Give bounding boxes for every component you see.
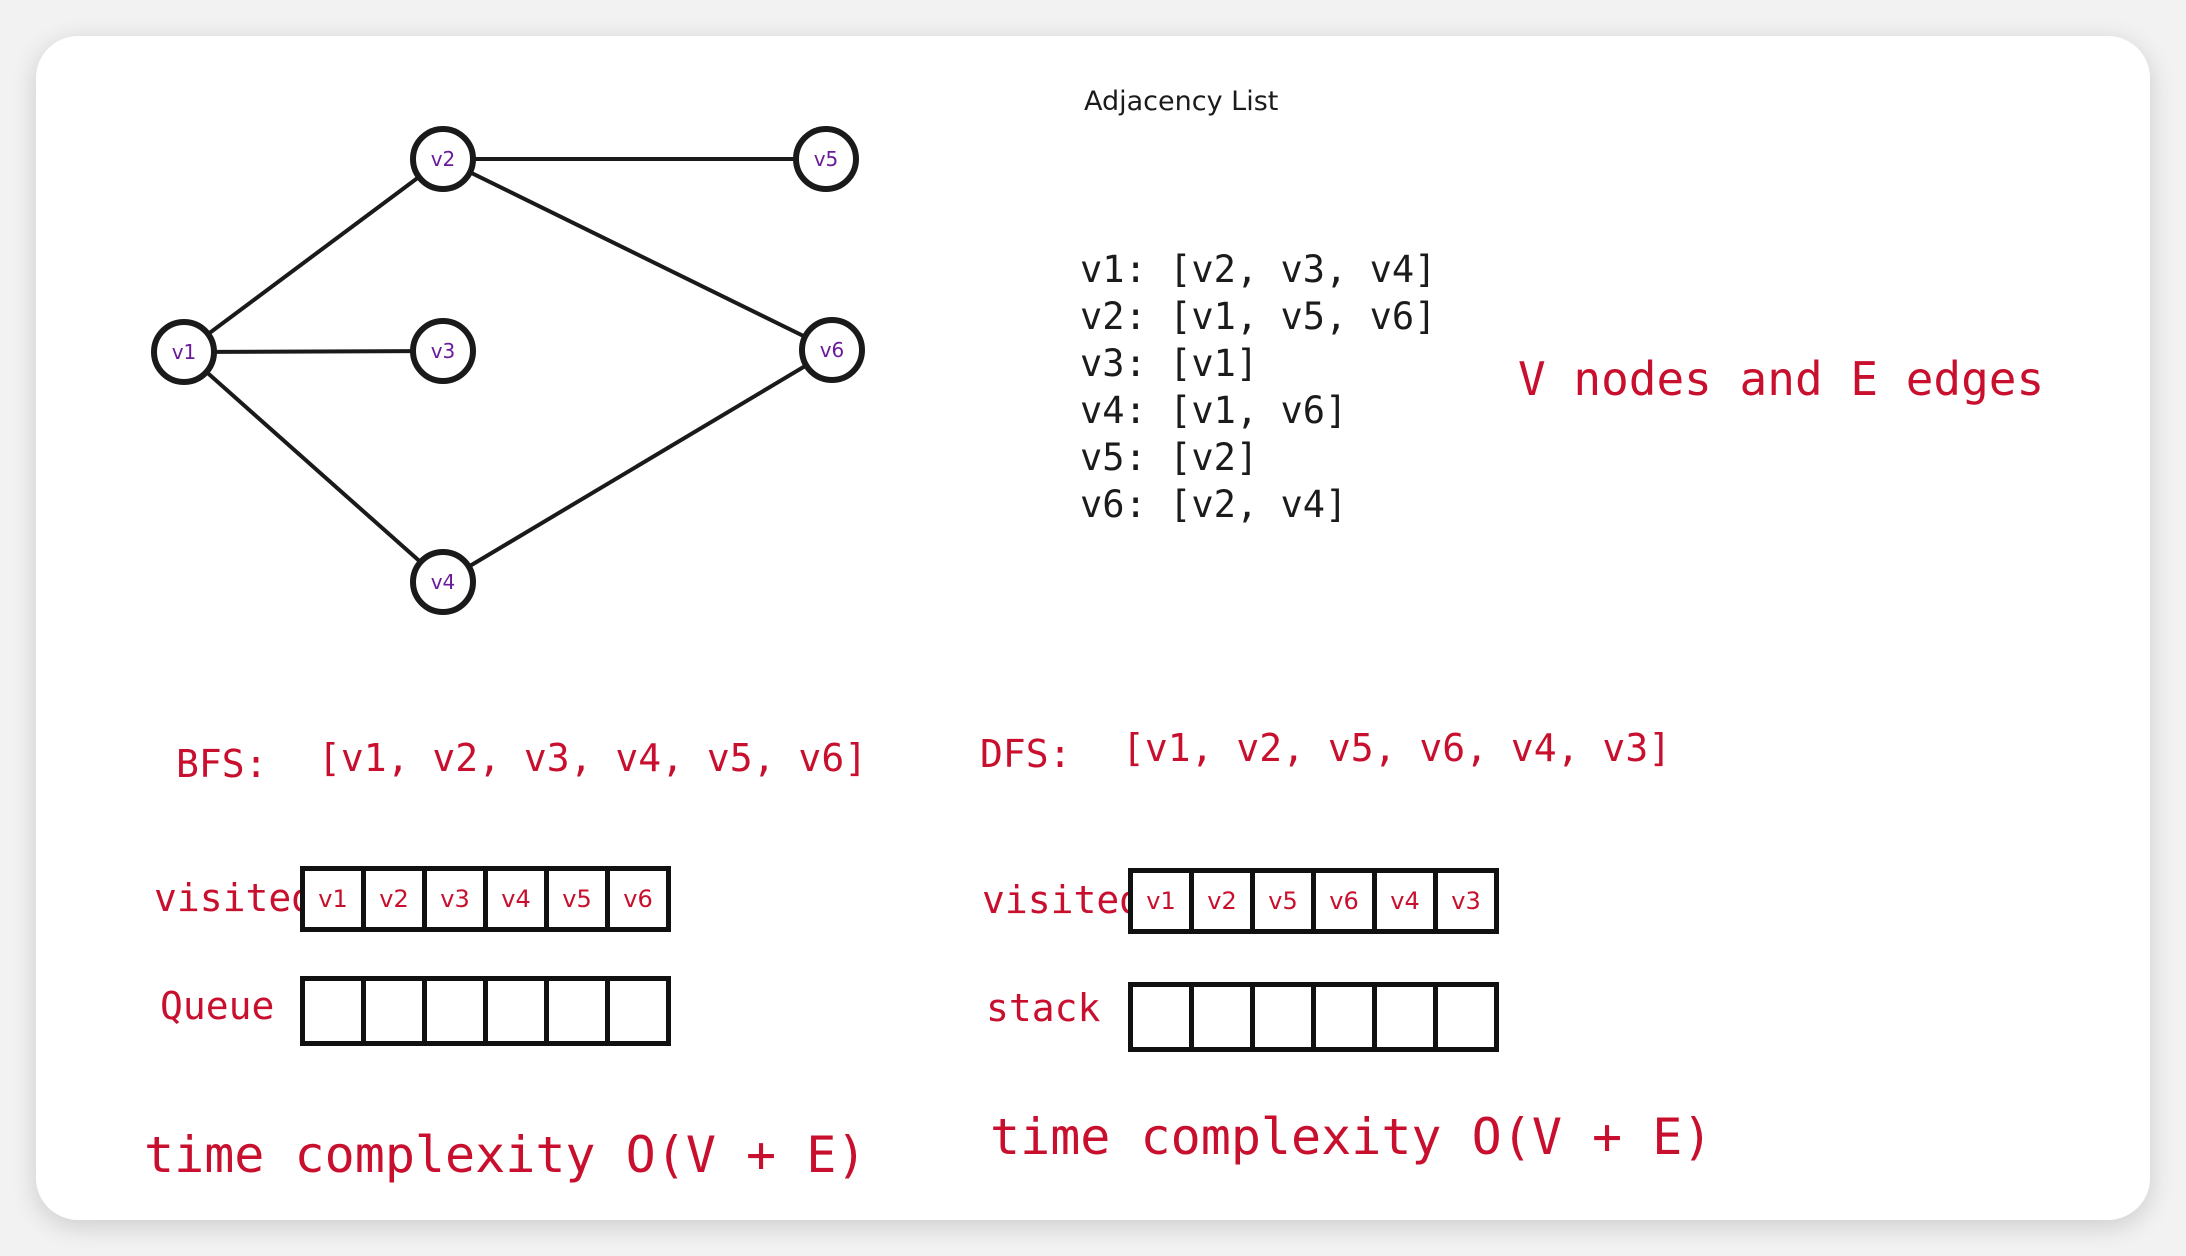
dfs-time-complexity: time complexity O(V + E) — [990, 1108, 1713, 1166]
dfs-visited-cell: v1 — [1128, 868, 1194, 934]
stack-cell — [1250, 982, 1316, 1052]
adjacency-list: v1: [v2, v3, v4] v2: [v1, v5, v6] v3: [v… — [1080, 246, 1436, 528]
dfs-visited-cell: v2 — [1189, 868, 1255, 934]
edge-v1-v3 — [183, 349, 444, 354]
graph-node-v1: v1 — [151, 319, 217, 385]
graph-node-label: v1 — [172, 340, 197, 364]
graph-node-label: v6 — [820, 338, 845, 362]
dfs-visited-array: v1 v2 v5 v6 v4 v3 — [1128, 868, 1499, 934]
stack-array — [1128, 982, 1499, 1052]
edge-v1-v4 — [182, 350, 445, 584]
graph-node-v4: v4 — [410, 549, 476, 615]
queue-cell — [544, 976, 610, 1046]
adjacency-row: v5: [v2] — [1080, 436, 1259, 479]
dfs-visited-cell: v4 — [1372, 868, 1438, 934]
queue-cell — [361, 976, 427, 1046]
bfs-visited-cell: v5 — [544, 866, 610, 932]
graph-node-label: v5 — [814, 147, 839, 171]
bfs-visited-array: v1 v2 v3 v4 v5 v6 — [300, 866, 671, 932]
bfs-time-complexity: time complexity O(V + E) — [144, 1126, 867, 1184]
dfs-label: DFS: — [980, 732, 1072, 776]
bfs-order: [v1, v2, v3, v4, v5, v6] — [318, 736, 868, 780]
dfs-visited-cell: v6 — [1311, 868, 1377, 934]
stack-cell — [1128, 982, 1194, 1052]
bfs-visited-cell: v6 — [605, 866, 671, 932]
queue-cell — [605, 976, 671, 1046]
edge-v1-v2 — [182, 157, 445, 354]
bfs-visited-cell: v3 — [422, 866, 488, 932]
graph-diagram: v1 v2 v3 v4 v5 v6 — [151, 126, 865, 615]
graph-node-v3: v3 — [410, 318, 476, 384]
bfs-visited-label: visited — [154, 876, 315, 920]
edge-v2-v6 — [442, 157, 833, 352]
bfs-visited-cell: v2 — [361, 866, 427, 932]
stack-cell — [1311, 982, 1377, 1052]
adjacency-row: v6: [v2, v4] — [1080, 483, 1348, 526]
queue-label: Queue — [160, 984, 275, 1028]
dfs-order: [v1, v2, v5, v6, v4, v3] — [1122, 726, 1672, 770]
adjacency-row: v2: [v1, v5, v6] — [1080, 295, 1437, 338]
dfs-visited-cell: v5 — [1250, 868, 1316, 934]
bfs-visited-cell: v4 — [483, 866, 549, 932]
queue-cell — [422, 976, 488, 1046]
edge-v4-v6 — [441, 348, 834, 584]
adjacency-row: v1: [v2, v3, v4] — [1080, 248, 1437, 291]
adjacency-row: v4: [v1, v6] — [1080, 389, 1348, 432]
stack-cell — [1189, 982, 1255, 1052]
queue-array — [300, 976, 671, 1046]
graph-summary: V nodes and E edges — [1518, 352, 2045, 406]
bfs-visited-cell: v1 — [300, 866, 366, 932]
graph-node-label: v3 — [431, 339, 456, 363]
queue-cell — [483, 976, 549, 1046]
graph-node-v5: v5 — [793, 126, 859, 192]
stack-cell — [1372, 982, 1438, 1052]
graph-node-v2: v2 — [410, 126, 476, 192]
graph-node-label: v2 — [431, 147, 456, 171]
adjacency-list-title: Adjacency List — [1084, 86, 1279, 117]
bfs-label: BFS: — [176, 742, 268, 786]
stack-cell — [1433, 982, 1499, 1052]
dfs-visited-cell: v3 — [1433, 868, 1499, 934]
stack-label: stack — [986, 986, 1101, 1030]
graph-node-label: v4 — [431, 570, 456, 594]
queue-cell — [300, 976, 366, 1046]
dfs-visited-label: visited — [982, 878, 1143, 922]
graph-node-v6: v6 — [799, 317, 865, 383]
adjacency-row: v3: [v1] — [1080, 342, 1259, 385]
